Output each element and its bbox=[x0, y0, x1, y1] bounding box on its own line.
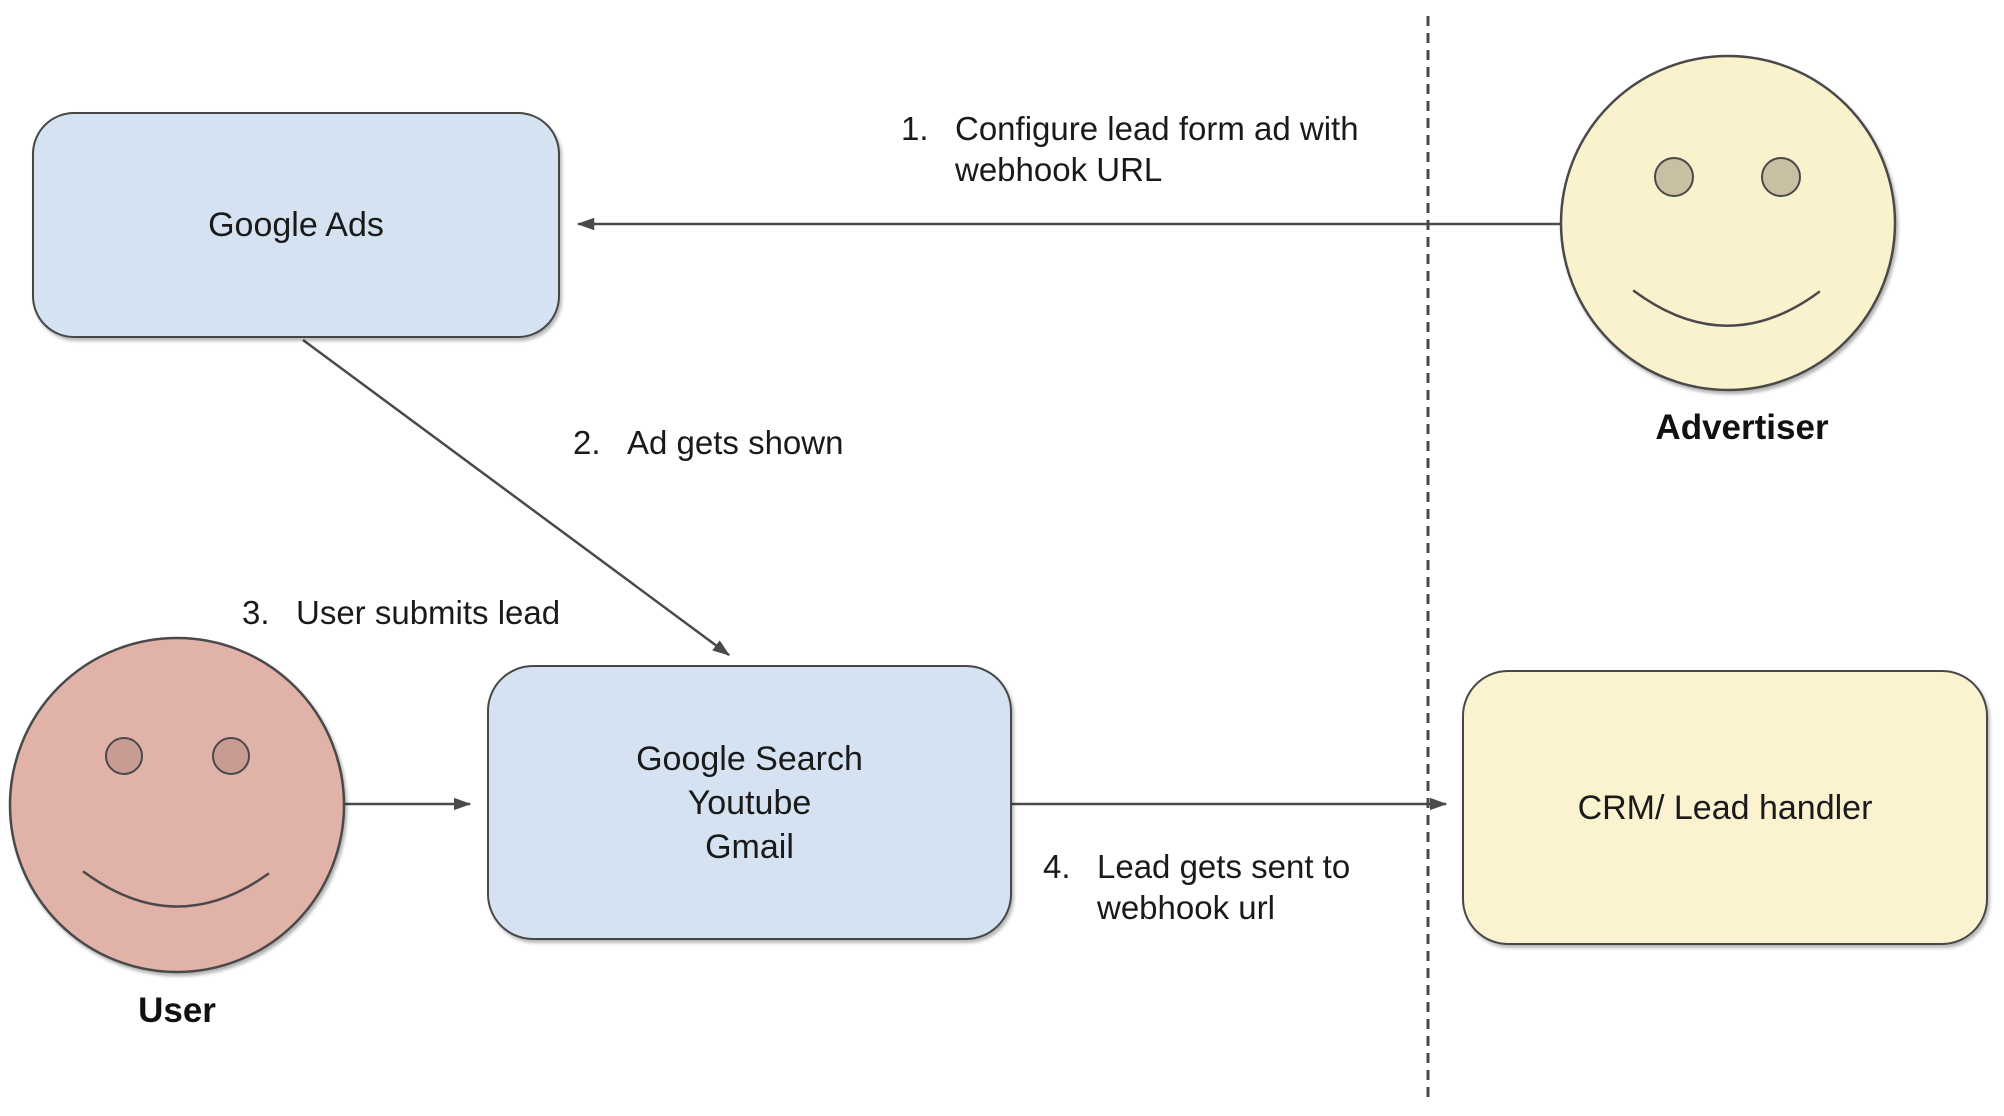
advertiser-label: Advertiser bbox=[1655, 408, 1829, 447]
step-text-line: webhook URL bbox=[955, 151, 1163, 188]
step-label-lead-sent-to-webhook: 4. Lead gets sent to webhook url bbox=[1043, 846, 1350, 928]
node-crm-lead-handler: CRM/ Lead handler bbox=[1462, 670, 1988, 945]
step-label-ad-gets-shown: 2. Ad gets shown bbox=[573, 422, 843, 463]
node-google-search: Google Search Youtube Gmail bbox=[487, 665, 1012, 940]
user-face bbox=[8, 636, 346, 974]
advertiser-head bbox=[1559, 54, 1897, 392]
node-google-search-line: Google Search bbox=[636, 739, 863, 778]
step-text-line: webhook url bbox=[1097, 889, 1275, 926]
advertiser-face bbox=[1559, 54, 1897, 392]
node-google-ads: Google Ads bbox=[32, 112, 560, 338]
step-number: 2. bbox=[573, 424, 601, 461]
step-text-line: Lead gets sent to bbox=[1097, 848, 1351, 885]
step-number: 3. bbox=[242, 594, 270, 631]
node-crm-label: CRM/ Lead handler bbox=[1577, 788, 1873, 827]
user-smile bbox=[82, 870, 270, 908]
user-head bbox=[8, 636, 346, 974]
user-left-eye bbox=[105, 737, 143, 775]
advertiser-right-eye bbox=[1761, 157, 1801, 197]
step-label-configure-lead-form: 1. Configure lead form ad with webhook U… bbox=[901, 108, 1359, 190]
arrow-ad-gets-shown bbox=[302, 338, 731, 657]
step-text-line: User submits lead bbox=[296, 594, 561, 631]
node-google-search-line: Youtube bbox=[687, 783, 812, 822]
advertiser-left-eye bbox=[1654, 157, 1694, 197]
advertiser-smile bbox=[1632, 289, 1821, 327]
user-label: User bbox=[138, 991, 216, 1030]
step-number: 4. bbox=[1043, 848, 1071, 885]
step-text-line: Configure lead form ad with bbox=[955, 110, 1359, 147]
node-google-search-line: Gmail bbox=[705, 827, 794, 866]
step-number: 1. bbox=[901, 110, 929, 147]
node-google-ads-label: Google Ads bbox=[208, 206, 384, 244]
step-text-line: Ad gets shown bbox=[627, 424, 844, 461]
step-label-user-submits-lead: 3. User submits lead bbox=[242, 592, 560, 633]
user-right-eye bbox=[212, 737, 250, 775]
